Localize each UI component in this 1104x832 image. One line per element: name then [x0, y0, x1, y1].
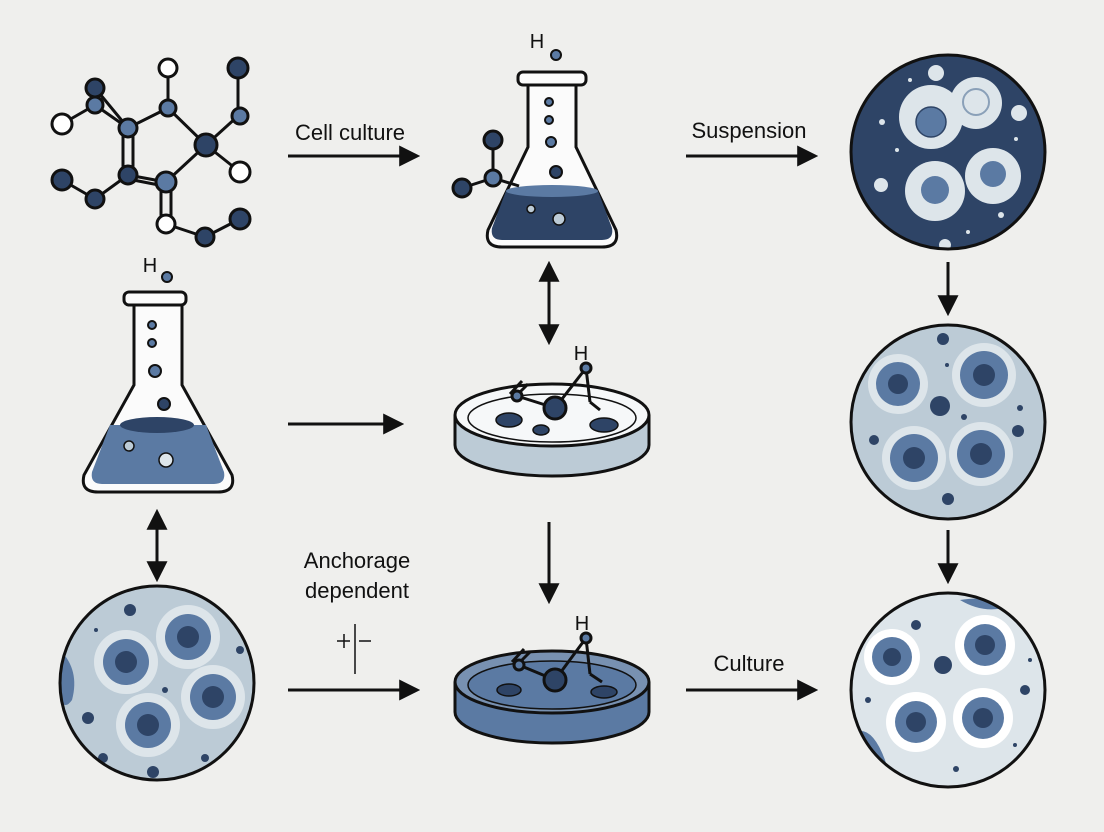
cell-micrograph-icon — [849, 323, 1047, 521]
cell-micrograph-icon — [58, 584, 256, 782]
petri-dish-icon: H — [453, 613, 651, 745]
flask-icon: H — [451, 31, 619, 249]
inhibition-symbol — [337, 624, 371, 674]
h-atom-label: H — [575, 613, 589, 635]
label-culture: Culture — [714, 651, 785, 676]
label-cell-culture: Cell culture — [295, 120, 405, 145]
label-anchorage-line1: Anchorage — [304, 548, 410, 573]
h-atom-label: H — [574, 343, 588, 365]
molecule-atoms — [50, 56, 252, 248]
label-anchorage-line2: dependent — [305, 578, 409, 603]
label-suspension: Suspension — [692, 118, 807, 143]
h-atom-label: H — [143, 255, 157, 277]
cell-micrograph-icon — [849, 53, 1047, 251]
h-atom-label: H — [530, 31, 544, 53]
petri-dish-icon: H — [453, 343, 651, 478]
cell-micrograph-icon — [849, 591, 1047, 789]
flask-icon: H — [81, 255, 235, 494]
